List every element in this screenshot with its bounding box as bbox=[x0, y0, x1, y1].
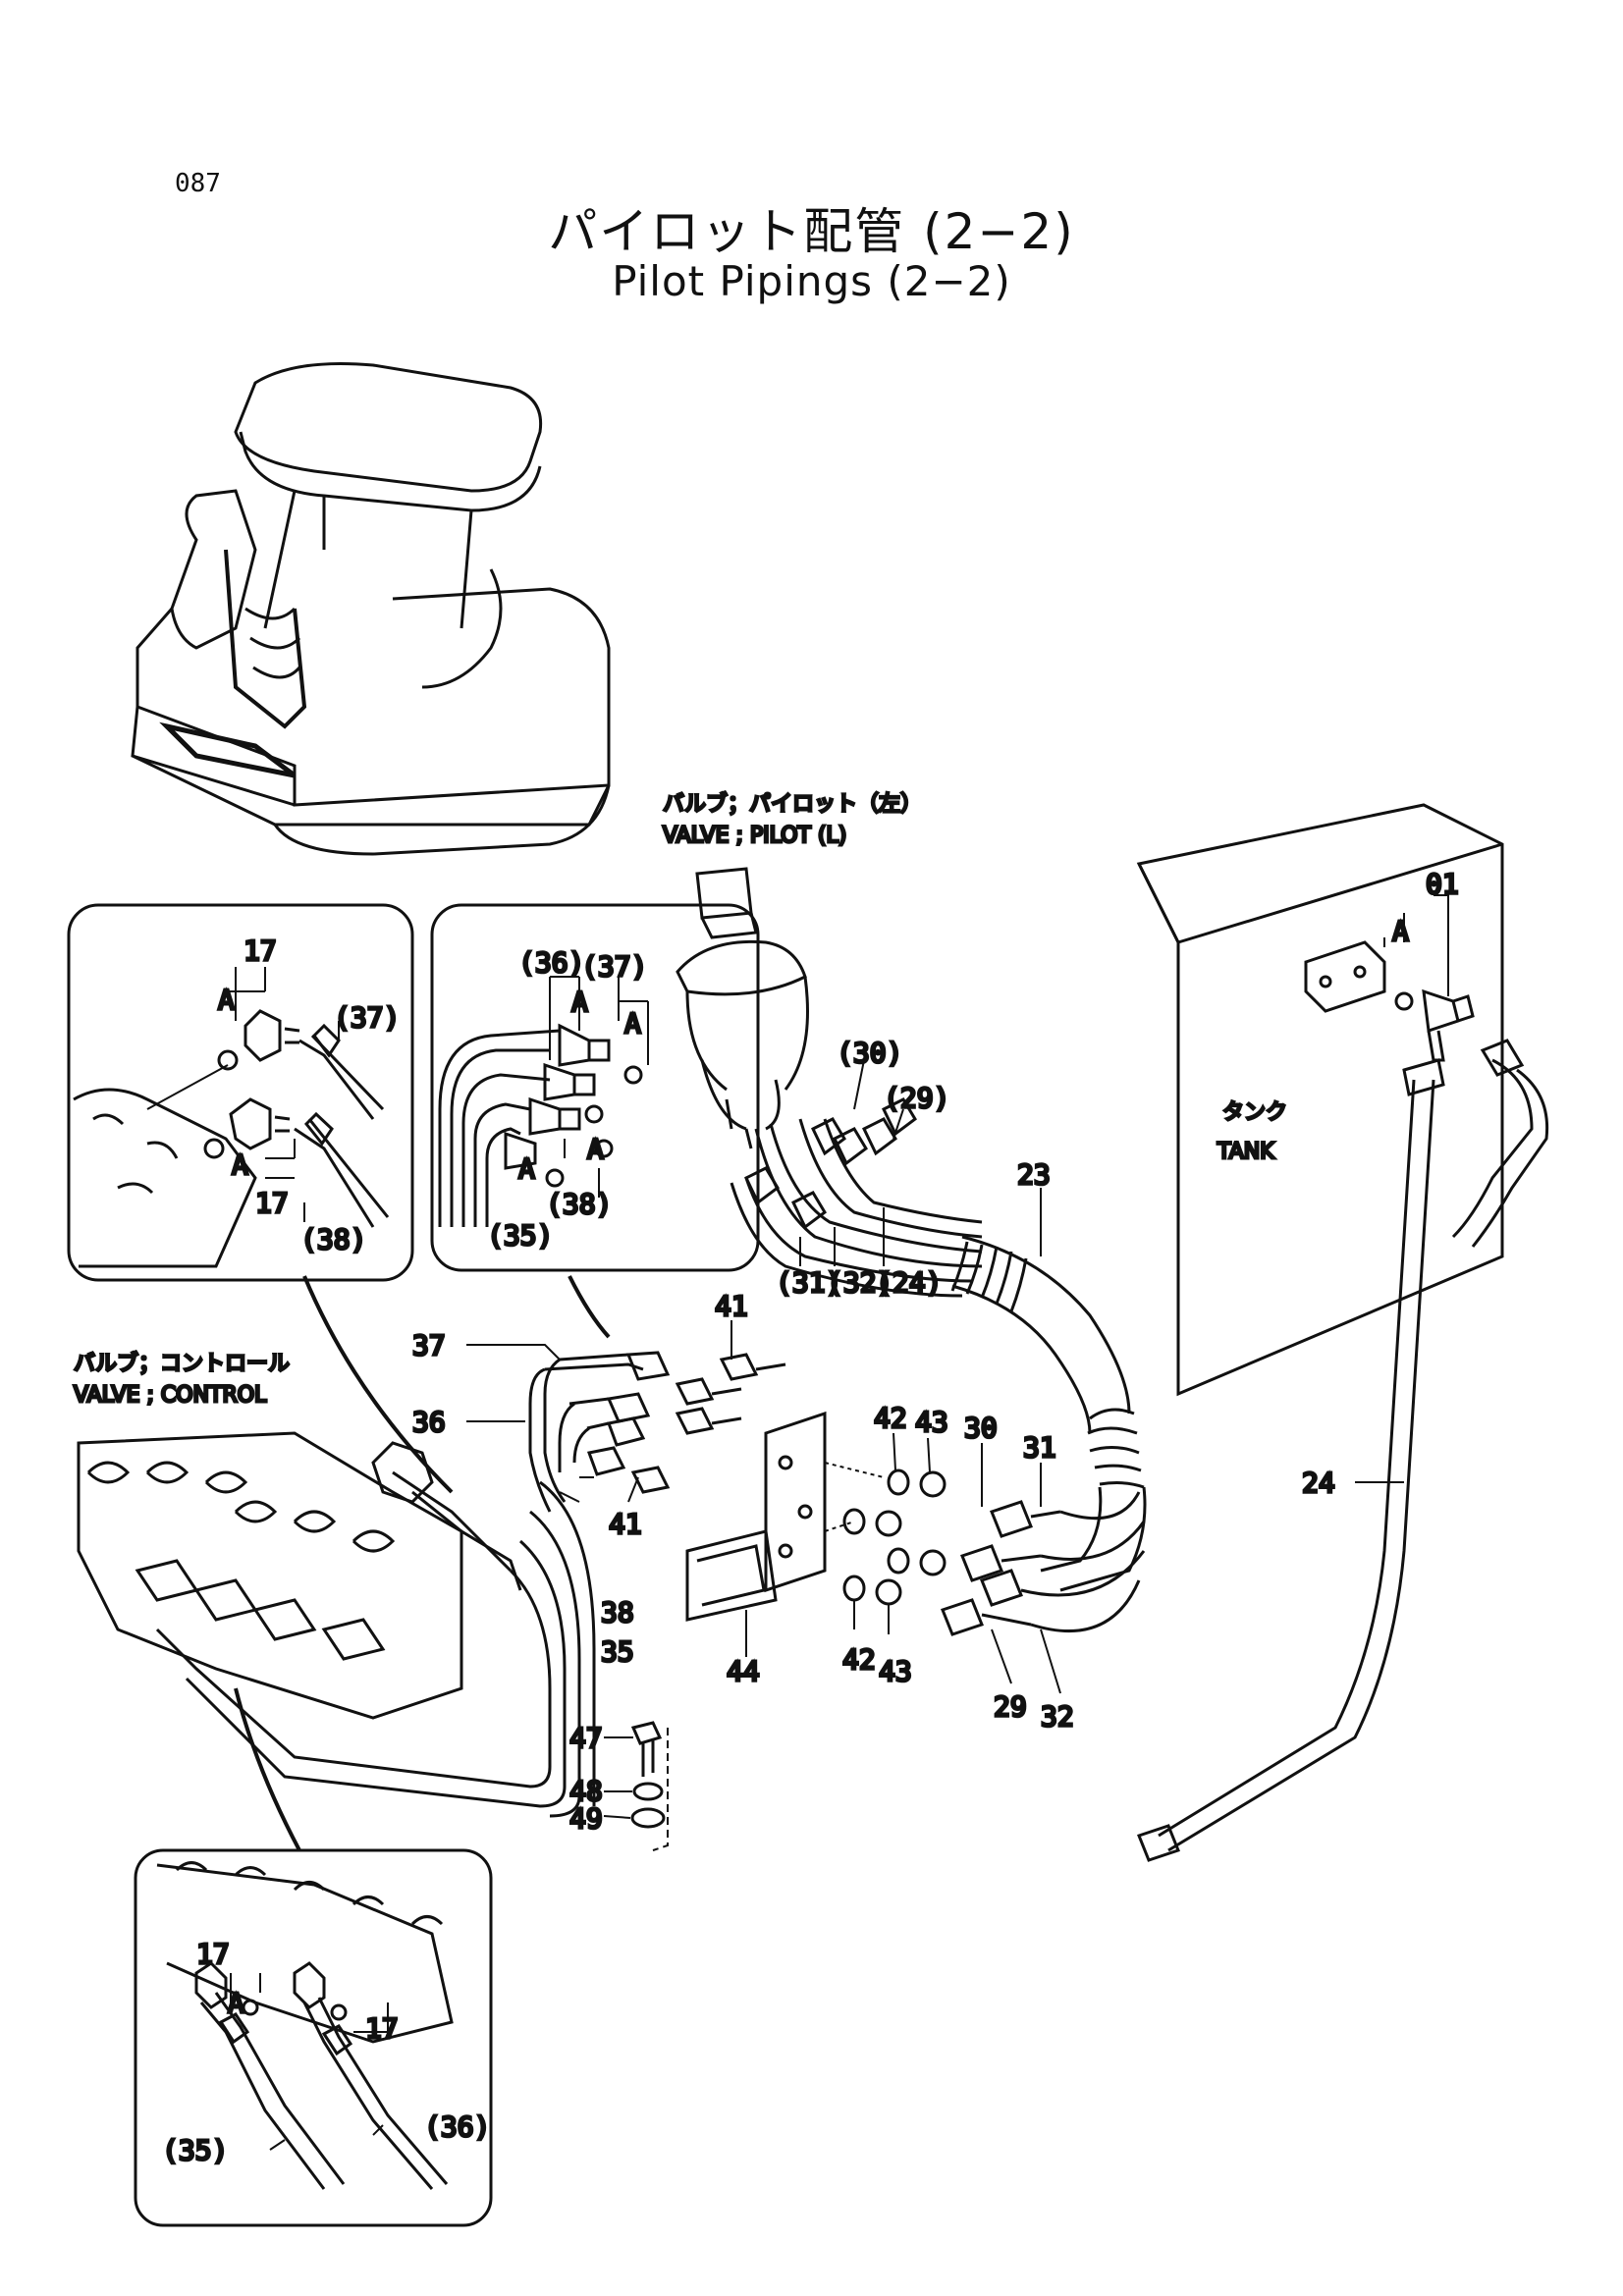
callout-41: 41 bbox=[609, 1508, 642, 1540]
inset-pilot-valve-ports bbox=[430, 903, 760, 1272]
callout-35: 35 bbox=[601, 1635, 634, 1668]
caption-tank-en: TANK bbox=[1217, 1140, 1274, 1164]
callout-42: 42 bbox=[874, 1402, 907, 1434]
callout-A: A bbox=[624, 1007, 641, 1040]
caption-pilot-valve-en: VALVE ; PILOT (L) bbox=[663, 824, 846, 848]
callout-A: A bbox=[218, 984, 235, 1016]
callout-36-paren: (36) bbox=[518, 946, 584, 979]
callout-A: A bbox=[232, 1148, 248, 1181]
callout-49: 49 bbox=[569, 1802, 603, 1835]
inset-control-valve-ports-upper bbox=[67, 903, 414, 1282]
control-valve-illustration bbox=[77, 1431, 522, 1720]
callout-42: 42 bbox=[842, 1643, 876, 1676]
callout-23: 23 bbox=[1017, 1158, 1051, 1191]
callout-A: A bbox=[587, 1133, 604, 1165]
mounting-bracket bbox=[630, 1353, 827, 1622]
inset-2-leader bbox=[568, 1275, 611, 1339]
caption-pilot-valve-jp: バルブ；パイロット（左） bbox=[663, 792, 922, 817]
callout-17: 17 bbox=[365, 2012, 399, 2045]
tank-return-hose bbox=[1137, 1058, 1445, 1862]
callout-36-paren: (36) bbox=[424, 2110, 490, 2143]
hose-harness-sleeve bbox=[950, 1235, 1147, 1592]
callout-24-paren: (24) bbox=[876, 1266, 942, 1299]
callout-32: 32 bbox=[1041, 1700, 1074, 1733]
washers-and-nuts bbox=[824, 1462, 1146, 1636]
callout-31: 31 bbox=[1023, 1431, 1056, 1464]
callout-A: A bbox=[571, 986, 588, 1018]
page-title-english: Pilot Pipings (2−2) bbox=[612, 257, 1011, 305]
callout-29: 29 bbox=[994, 1690, 1027, 1723]
callout-37-paren: (37) bbox=[581, 950, 647, 983]
callout-38-paren: (38) bbox=[300, 1223, 366, 1255]
callout-35-paren: (35) bbox=[487, 1219, 553, 1252]
callout-38-paren: (38) bbox=[546, 1188, 612, 1220]
callout-17: 17 bbox=[243, 934, 277, 967]
callout-30-paren: (30) bbox=[837, 1037, 902, 1069]
callout-A: A bbox=[228, 1987, 244, 2019]
callout-labels: 17 A (37) A 17 (38) (36) (37) A A A A (3… bbox=[73, 791, 1461, 2168]
caption-control-valve-en: VALVE ; CONTROL bbox=[74, 1383, 267, 1408]
control-side-hoses bbox=[155, 1351, 671, 1818]
callout-01: 01 bbox=[1426, 868, 1459, 900]
pilot-hose-bundle bbox=[730, 1097, 983, 1298]
callout-A: A bbox=[1392, 915, 1409, 947]
callout-43: 43 bbox=[915, 1406, 948, 1438]
callout-A: A bbox=[518, 1152, 535, 1185]
hydraulic-tank-illustration bbox=[1136, 803, 1549, 1397]
callout-30: 30 bbox=[964, 1412, 998, 1444]
callout-29-paren: (29) bbox=[884, 1082, 949, 1114]
callout-37-paren: (37) bbox=[334, 1001, 400, 1034]
callout-31-paren: (31) bbox=[776, 1266, 841, 1299]
caption-tank-jp: タンク bbox=[1222, 1100, 1287, 1125]
callout-36: 36 bbox=[412, 1406, 446, 1438]
callout-41: 41 bbox=[715, 1290, 748, 1322]
callout-17: 17 bbox=[255, 1187, 289, 1219]
callout-17: 17 bbox=[196, 1938, 230, 1970]
excavator-overview-illustration bbox=[131, 362, 611, 856]
callout-48: 48 bbox=[569, 1775, 603, 1807]
caption-control-valve-jp: バルブ；コントロール bbox=[74, 1352, 290, 1376]
bolt-and-washers bbox=[630, 1721, 669, 1851]
callout-leader-lines bbox=[228, 894, 1449, 2151]
callout-38: 38 bbox=[601, 1596, 634, 1629]
callout-35-paren: (35) bbox=[162, 2134, 228, 2166]
callout-44: 44 bbox=[727, 1655, 760, 1687]
callout-32-paren: (32) bbox=[827, 1266, 893, 1299]
page-title-japanese: パイロット配管 (2−2) bbox=[548, 203, 1075, 260]
inset-control-valve-ports-lower bbox=[134, 1848, 493, 2227]
callout-24: 24 bbox=[1302, 1467, 1335, 1499]
callout-43: 43 bbox=[879, 1655, 912, 1687]
pilot-valve-left-illustration bbox=[676, 867, 809, 1149]
callout-47: 47 bbox=[569, 1722, 603, 1754]
page-number: 087 bbox=[175, 169, 221, 198]
callout-37: 37 bbox=[412, 1329, 446, 1362]
